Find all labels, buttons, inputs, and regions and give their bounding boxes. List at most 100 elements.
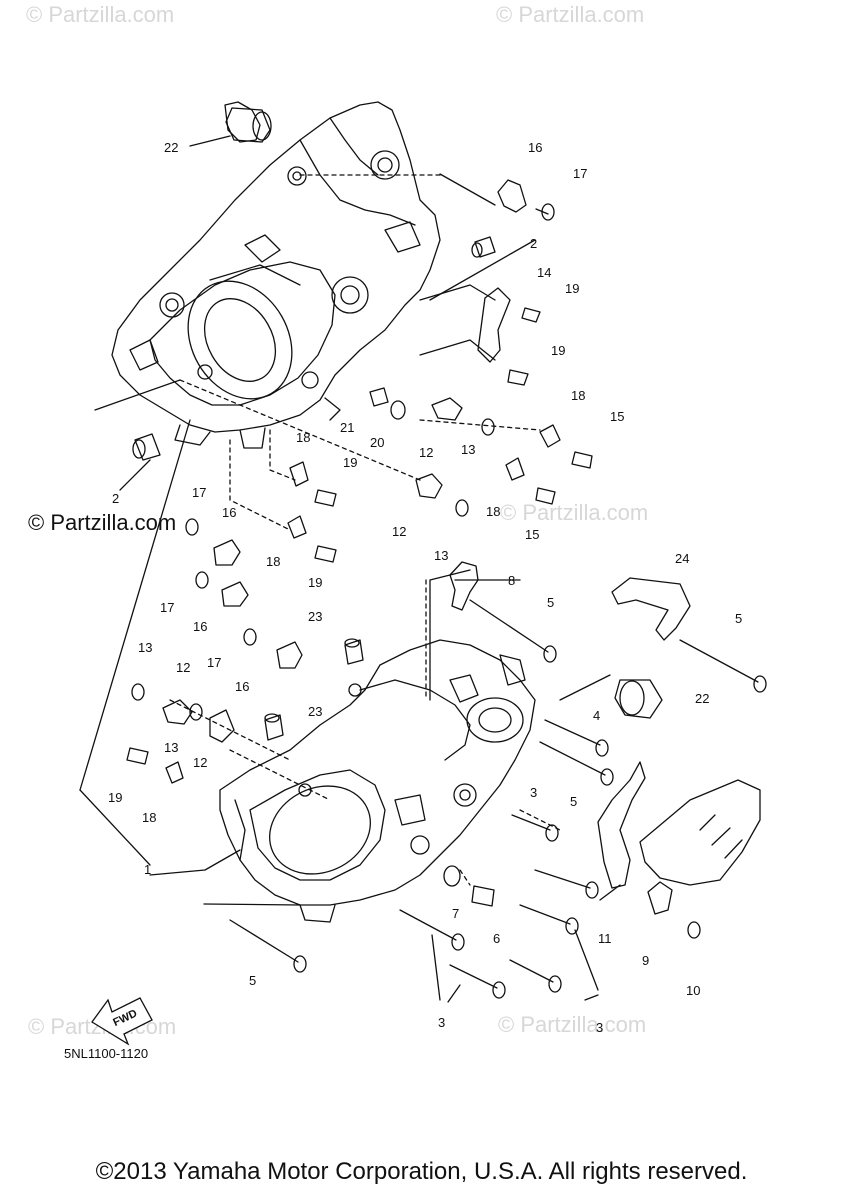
callout-21: 21	[340, 420, 354, 435]
clip-18-c	[505, 457, 525, 481]
callout-19: 19	[343, 455, 357, 470]
callout-2: 2	[530, 236, 537, 251]
bolt-19-d	[314, 545, 337, 563]
callout-18: 18	[266, 554, 280, 569]
bolt-19-a	[521, 307, 541, 323]
bolt-15-a	[571, 451, 593, 469]
callout-1: 1	[144, 862, 151, 877]
callout-13: 13	[138, 640, 152, 655]
crankcase-left-half	[219, 639, 536, 923]
callout-20: 20	[370, 435, 384, 450]
bolt-15-b	[535, 487, 556, 505]
callout-17: 17	[573, 166, 587, 181]
bolt-17-a	[535, 203, 555, 221]
bolt-6	[471, 885, 495, 907]
dowel-23-b	[264, 713, 284, 741]
callout-12: 12	[419, 445, 433, 460]
callout-23: 23	[308, 609, 322, 624]
guide-11	[597, 761, 646, 889]
callout-5: 5	[547, 595, 554, 610]
bolt-19-e	[126, 747, 149, 765]
callout-4: 4	[593, 708, 600, 723]
diagram-code: 5NL1100-1120	[64, 1046, 149, 1061]
bracket-14	[477, 287, 511, 363]
bracket-16-c	[221, 581, 249, 607]
assembly-lines	[169, 174, 561, 886]
bolt-17-d	[243, 628, 257, 646]
clamp-12-b	[415, 473, 443, 499]
fwd-arrow-icon: FWD	[91, 997, 153, 1046]
callout-12: 12	[176, 660, 190, 675]
callout-18: 18	[571, 388, 585, 403]
bracket-16-b	[213, 539, 241, 566]
clamp-12-d	[209, 709, 235, 743]
callout-5: 5	[735, 611, 742, 626]
bracket-16-top	[497, 179, 527, 213]
clamp-12-c	[162, 699, 193, 725]
bolt-13-d	[189, 703, 203, 721]
callout-16: 16	[235, 679, 249, 694]
leader-lines	[79, 135, 621, 1003]
washer-7	[443, 865, 461, 887]
callout-22: 22	[164, 140, 178, 155]
callout-19: 19	[565, 281, 579, 296]
callout-10: 10	[686, 983, 700, 998]
watermark-top-left: © Partzilla.com	[26, 2, 175, 27]
crankcase-right-half	[111, 101, 441, 449]
clamp-12-a	[431, 397, 463, 421]
callout-16: 16	[528, 140, 542, 155]
dowel-pin-2-lower	[132, 433, 161, 461]
clip-18-d	[287, 515, 307, 539]
bolt-10	[687, 921, 701, 939]
dowel-pin-2-upper	[471, 236, 496, 258]
callout-13: 13	[461, 442, 475, 457]
clip-18-a	[539, 424, 561, 448]
clip-18-e	[165, 761, 184, 784]
callout-23: 23	[308, 704, 322, 719]
callout-13: 13	[164, 740, 178, 755]
watermark-middle-faint: © Partzilla.com	[500, 500, 649, 525]
callout-18: 18	[486, 504, 500, 519]
bolt-19-b	[507, 369, 529, 386]
callout-16: 16	[222, 505, 236, 520]
watermark-bottom-right: © Partzilla.com	[498, 1012, 647, 1037]
plate-9	[647, 881, 673, 915]
bushing-22-upper	[225, 107, 272, 143]
bolt-19-c	[314, 489, 337, 507]
callout-15: 15	[525, 527, 539, 542]
callout-9: 9	[642, 953, 649, 968]
bracket-24	[611, 577, 691, 641]
watermark-middle: © Partzilla.com	[28, 510, 177, 535]
long-bolts	[229, 599, 767, 999]
callout-7: 7	[452, 906, 459, 921]
callout-3: 3	[530, 785, 537, 800]
bracket-8	[449, 561, 479, 611]
callout-5: 5	[249, 973, 256, 988]
callout-3: 3	[596, 1020, 603, 1035]
callout-8: 8	[508, 573, 515, 588]
callout-15: 15	[610, 409, 624, 424]
callout-19: 19	[551, 343, 565, 358]
callout-17: 17	[207, 655, 221, 670]
bolt-13-a	[481, 418, 495, 436]
clip-18-b	[289, 461, 309, 487]
callout-19: 19	[108, 790, 122, 805]
watermark-top-right: © Partzilla.com	[496, 2, 645, 27]
o-ring-20	[390, 400, 406, 420]
callout-19: 19	[308, 575, 322, 590]
callout-24: 24	[675, 551, 689, 566]
callout-18: 18	[142, 810, 156, 825]
bolt-13-c	[131, 683, 145, 701]
callout-labels: 22 16 17 2 1 4 19 19 18 15 21 20 12 13 18…	[108, 140, 742, 1035]
callout-16: 16	[193, 619, 207, 634]
cover-sprocket	[639, 779, 761, 886]
bolt-17-c	[195, 571, 209, 589]
callout-6: 6	[493, 931, 500, 946]
callout-5: 5	[570, 794, 577, 809]
callout-17: 17	[192, 485, 206, 500]
callout-13: 13	[434, 548, 448, 563]
bushing-22-lower	[614, 679, 663, 719]
callout-22: 22	[695, 691, 709, 706]
